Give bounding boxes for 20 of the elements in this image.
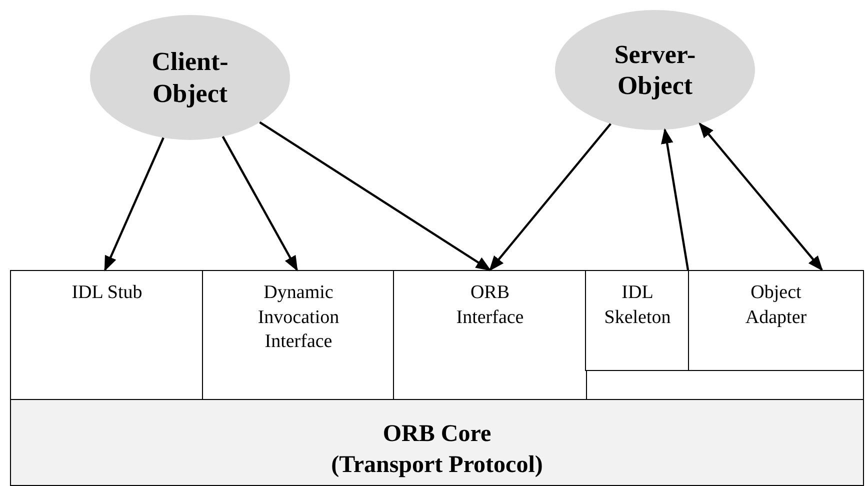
core-band bbox=[10, 399, 864, 486]
arrow bbox=[661, 128, 690, 270]
component-box bbox=[585, 270, 690, 371]
component-box bbox=[202, 270, 395, 400]
node-label: ORB Core (Transport Protocol) bbox=[330, 420, 544, 480]
node-label: Client- Object bbox=[150, 46, 230, 109]
arrow bbox=[489, 123, 612, 272]
component-box bbox=[393, 270, 587, 400]
node-label: IDL Stub bbox=[72, 281, 142, 305]
arrow bbox=[259, 121, 492, 271]
component-box bbox=[688, 270, 864, 371]
arrow bbox=[222, 136, 298, 272]
arrow bbox=[104, 137, 164, 272]
node-label: Object Adapter bbox=[744, 281, 808, 330]
node-label: Server- Object bbox=[613, 38, 697, 102]
node-label: IDL Skeleton bbox=[603, 281, 672, 330]
node-label: Dynamic Invocation Interface bbox=[256, 281, 340, 354]
component-box bbox=[10, 270, 204, 400]
node-label: ORB Interface bbox=[455, 281, 525, 330]
arrow bbox=[698, 122, 823, 272]
